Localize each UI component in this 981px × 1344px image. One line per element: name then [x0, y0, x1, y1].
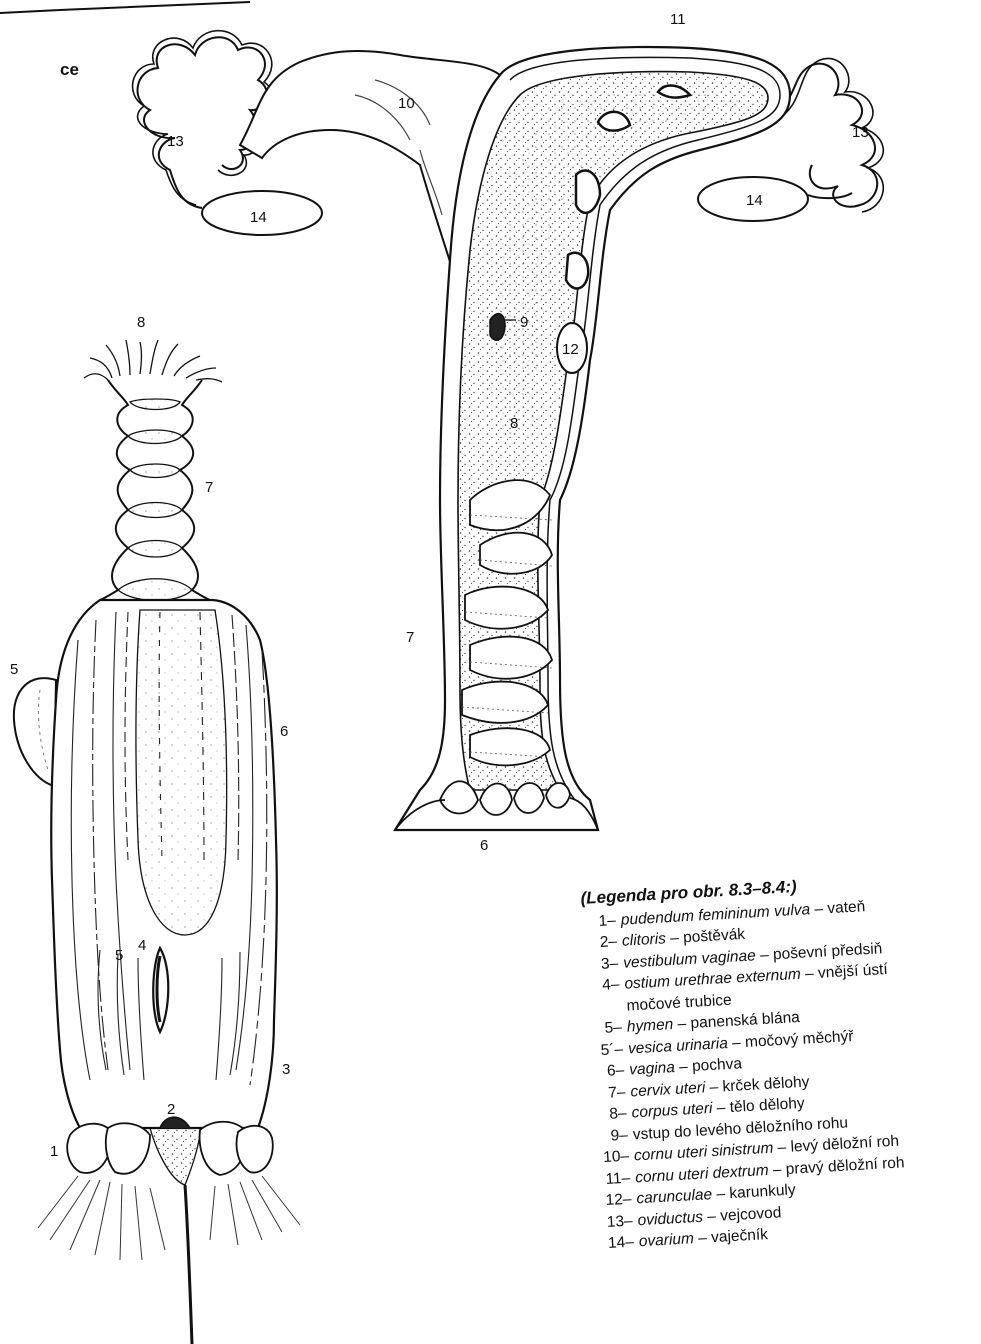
- legend-item-czech: – vateň: [814, 898, 866, 918]
- label-2: 2: [167, 1101, 175, 1118]
- legend-item-czech: – pochva: [679, 1055, 743, 1075]
- legend-item-number: 13–: [598, 1210, 638, 1234]
- legend-item-czech: – močový měchýř: [732, 1027, 854, 1051]
- label-10: 10: [398, 95, 415, 112]
- label-3: 3: [282, 1061, 290, 1078]
- legend-item-czech: – poštěvák: [670, 926, 746, 947]
- label-13-right: 13: [852, 124, 869, 141]
- label-11: 11: [670, 11, 686, 28]
- legend-item-czech: – karunkuly: [716, 1181, 796, 1202]
- legend-item-latin: carunculae: [636, 1186, 713, 1207]
- legend-item-latin: corpus uteri: [631, 1100, 713, 1121]
- label-8-vulva: 8: [137, 314, 145, 331]
- legend-item-latin: oviductus: [637, 1208, 703, 1229]
- label-13-left: 13: [167, 133, 184, 150]
- label-1: 1: [50, 1143, 58, 1160]
- label-4: 4: [138, 937, 146, 954]
- legend-item-number: 8–: [592, 1102, 632, 1126]
- legend-item-number: 5´–: [589, 1038, 629, 1062]
- legend-item-latin: vesica urinaria: [628, 1035, 729, 1058]
- legend-item-number: 12–: [597, 1188, 637, 1212]
- legend-item-czech: – vejcovod: [707, 1204, 782, 1225]
- label-7-uterus: 7: [406, 629, 414, 646]
- left-oviduct-outer: [138, 37, 267, 208]
- legend-item-latin: hymen: [626, 1016, 673, 1036]
- label-9: 9: [520, 314, 528, 331]
- label-8-uterus: 8: [510, 415, 518, 432]
- label-14-right: 14: [746, 192, 763, 209]
- legend-item-latin: clitoris: [622, 930, 667, 949]
- vulva-drawing: [14, 340, 300, 1344]
- legend-item-number: 7–: [591, 1081, 631, 1105]
- legend-item-latin: cervix uteri: [630, 1079, 706, 1100]
- legend-item-czech: – vnější ústí: [805, 961, 889, 983]
- legend-item-number: 1–: [581, 909, 621, 933]
- legend-item-latin: ovarium: [638, 1230, 694, 1250]
- legend-item-number: 4–: [585, 974, 625, 998]
- legend: (Legenda pro obr. 8.3–8.4:) 1–pudendum f…: [580, 866, 981, 1255]
- legend-item-czech: – tělo dělohy: [716, 1095, 805, 1117]
- tail-line: [185, 1185, 192, 1344]
- label-12: 12: [562, 341, 579, 358]
- legend-item-number: 2–: [583, 931, 623, 955]
- legend-item-number: 10–: [595, 1145, 635, 1169]
- label-5-inner: 5: [115, 947, 123, 964]
- legend-item-czech: – vaječník: [698, 1226, 769, 1247]
- legend-item-number: 14–: [599, 1231, 639, 1255]
- label-14-left: 14: [250, 209, 267, 226]
- hymen-bulge-shape: [14, 678, 56, 786]
- legend-item-number: 3–: [584, 952, 624, 976]
- legend-item-number: 9–: [593, 1124, 633, 1148]
- label-7-vulva: 7: [205, 479, 213, 496]
- legend-item-czech: – krček dělohy: [709, 1073, 810, 1096]
- label-6-vulva: 6: [280, 723, 288, 740]
- legend-item-latin: vagina: [629, 1059, 676, 1079]
- page-border-line: [0, 2, 250, 13]
- cervix-stack-shape: [100, 380, 210, 600]
- legend-item-number: 11–: [596, 1167, 636, 1191]
- horn-entrance-shape: [490, 314, 505, 341]
- radiating-lines: [38, 1176, 300, 1260]
- label-6-uterus: 6: [480, 837, 488, 854]
- fringe-lines: [84, 340, 222, 382]
- label-5-hymen: 5: [10, 661, 18, 678]
- legend-item-number: 6–: [590, 1060, 630, 1084]
- legend-item-number: 5–: [587, 1017, 627, 1041]
- corner-label: ce: [60, 60, 79, 79]
